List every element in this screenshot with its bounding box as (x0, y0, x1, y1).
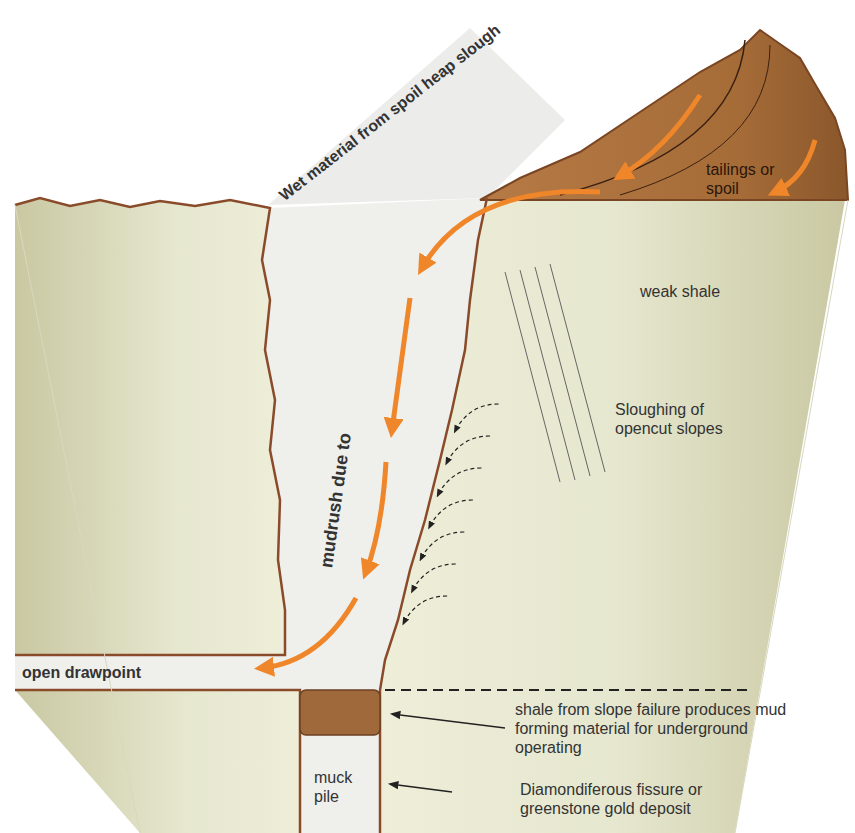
callout-label: shale from slope failure produces mud fo… (515, 700, 805, 757)
mudrush-arrows (262, 95, 815, 668)
process-label: Sloughing of opencut slopes (615, 400, 765, 438)
leader-arrow (390, 784, 452, 792)
drawpoint-tunnel (15, 655, 300, 690)
sloughing-arrow (403, 596, 447, 624)
shale-bedding (505, 264, 605, 482)
sloughing-arrow (420, 532, 464, 560)
leader-arrow (392, 714, 505, 728)
heap-label: tailings or spoil (706, 160, 786, 198)
level-line (385, 689, 750, 691)
left-wall-outline (15, 198, 285, 655)
shale-mud-plug (300, 690, 380, 735)
sloughing-arrow (412, 564, 456, 592)
fissure (300, 690, 380, 833)
sloughing-arrows (403, 404, 498, 624)
spoil-heap (480, 30, 848, 200)
sloughing-arrow (446, 436, 490, 464)
left-ground (15, 198, 285, 655)
sloughing-arrow (437, 468, 481, 496)
right-wall-outline (380, 198, 487, 833)
callout-label: Diamondiferous fissure or greenstone gol… (520, 780, 750, 818)
sloughing-arrow (429, 500, 473, 528)
rock-label: weak shale (640, 282, 760, 301)
muck-label: muck pile (314, 768, 374, 806)
sloughing-arrow (455, 404, 499, 432)
right-ground (380, 198, 848, 833)
section-edge (15, 200, 848, 833)
tunnel-floor-outline (15, 690, 300, 833)
lower-left-ground (15, 690, 300, 833)
drawpoint-label: open drawpoint (22, 663, 222, 682)
